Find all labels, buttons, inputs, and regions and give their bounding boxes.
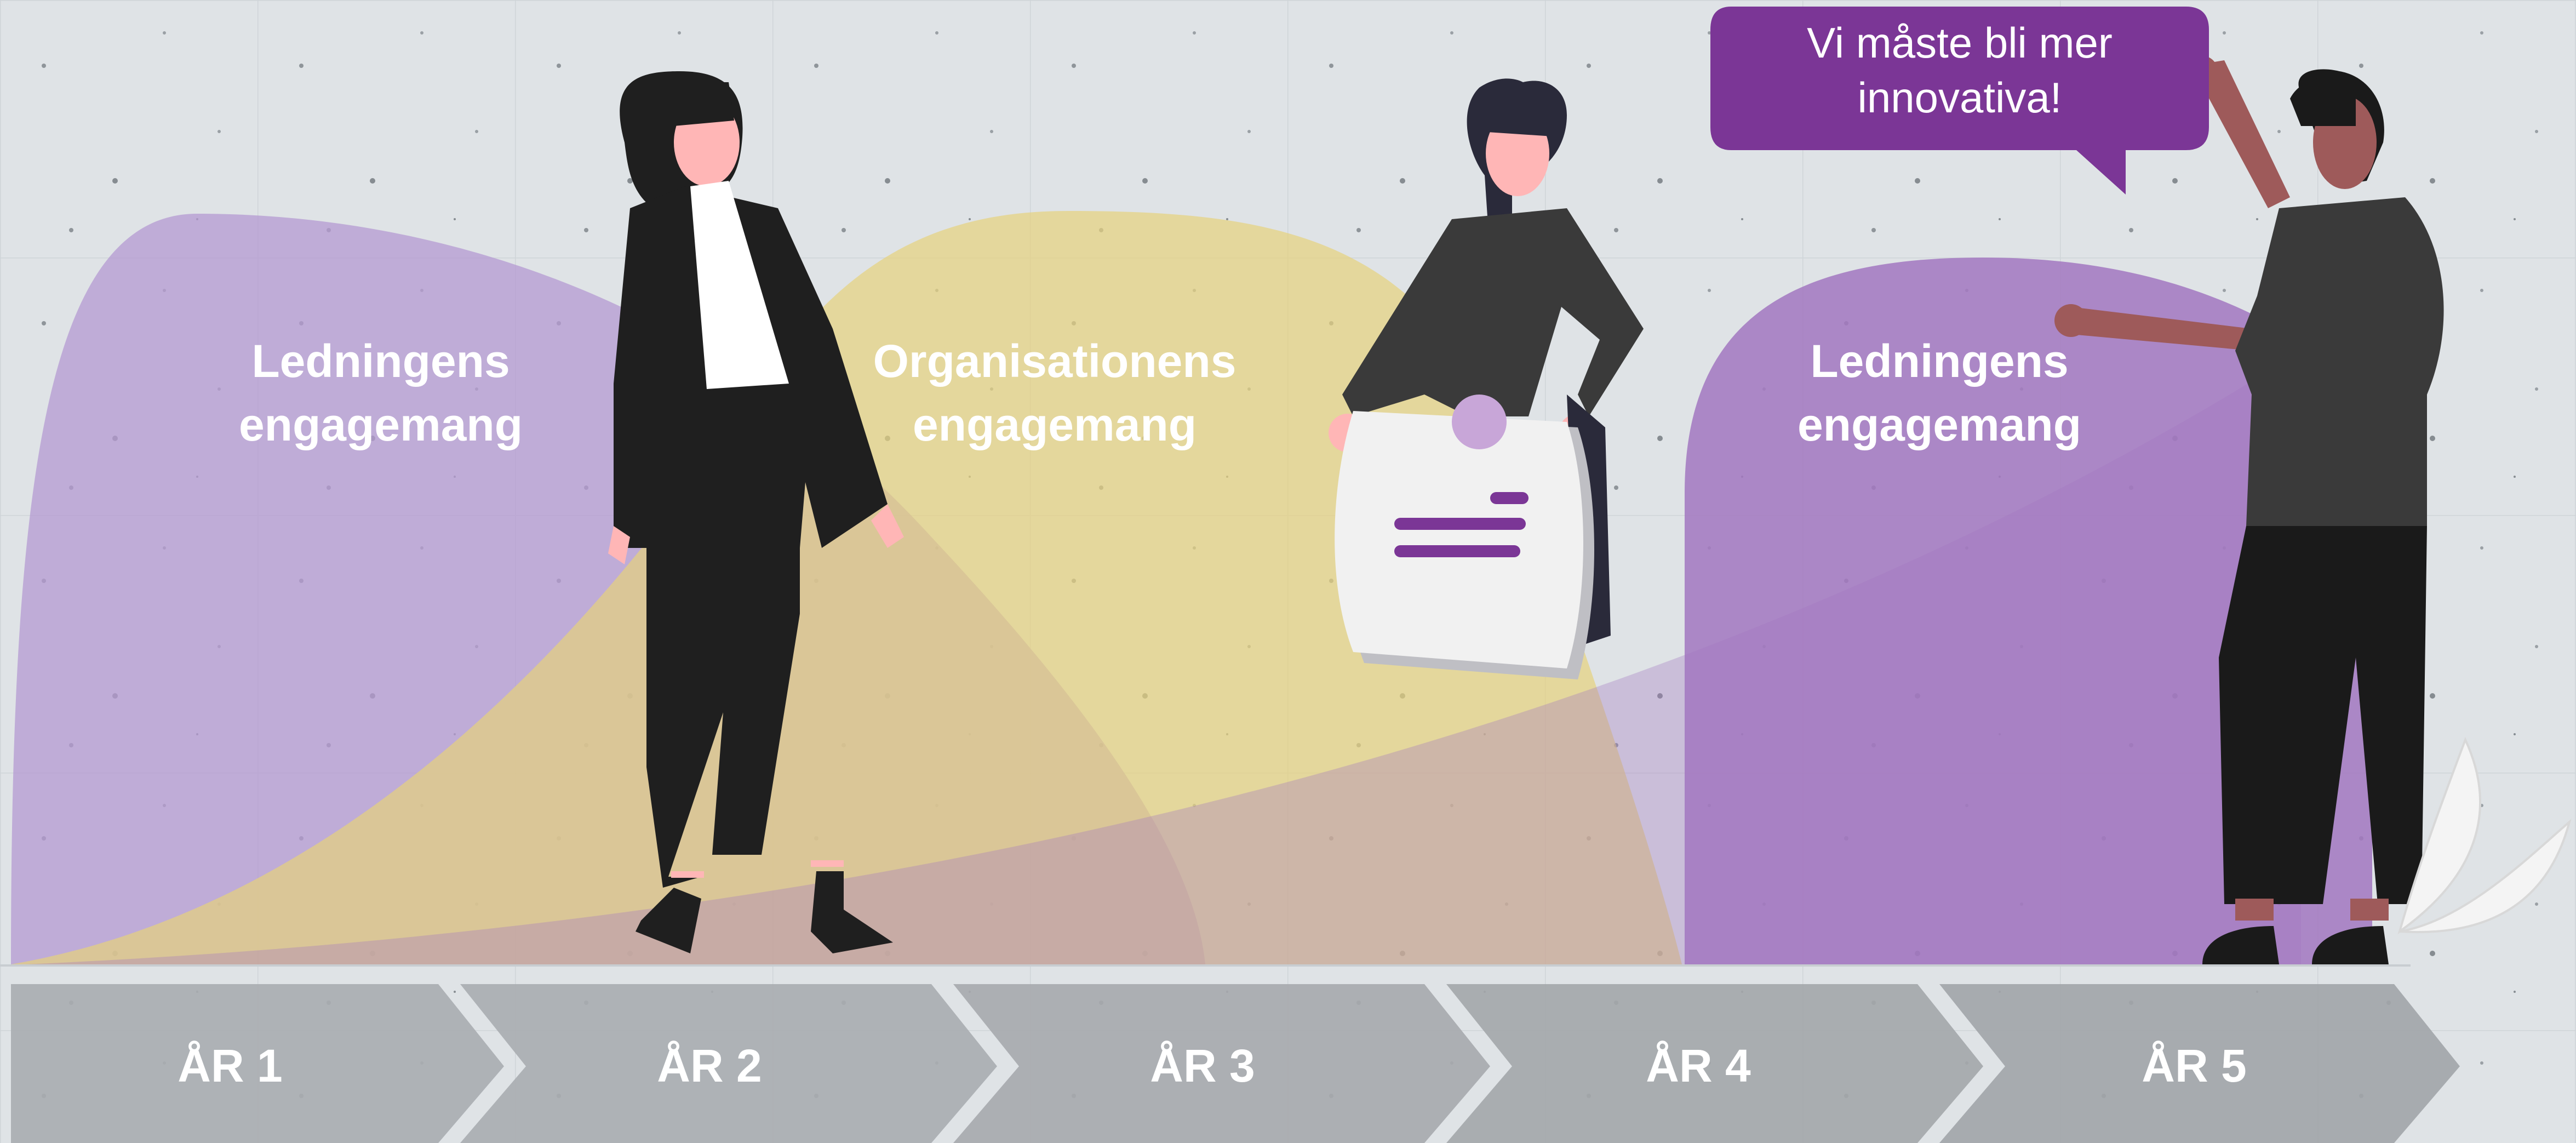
timeline-chevron-1 bbox=[11, 984, 504, 1143]
timeline-label-year-2: ÅR 2 bbox=[657, 1040, 762, 1091]
timeline-label-year-5: ÅR 5 bbox=[2142, 1040, 2247, 1091]
curve-label-leadership-2: Ledningens engagemang bbox=[1797, 335, 2082, 450]
timeline-label-year-1: ÅR 1 bbox=[178, 1040, 283, 1091]
curve-label-organisation: Organisationens engagemang bbox=[873, 335, 1237, 450]
timeline-chevron-5 bbox=[1939, 984, 2460, 1143]
clip-icon bbox=[1452, 395, 1507, 449]
curve-label-leadership-1: Ledningens engagemang bbox=[238, 335, 523, 450]
speech-bubble-text: Vi måste bli mer innovativa! bbox=[1807, 19, 2113, 122]
plant-leaf bbox=[2397, 736, 2481, 934]
man-pointing-figure bbox=[2054, 56, 2572, 964]
timeline-label-year-3: ÅR 3 bbox=[1150, 1040, 1255, 1091]
timeline-chevron-2 bbox=[460, 984, 997, 1143]
curve-organisation-engagement bbox=[11, 211, 1682, 964]
woman-with-document-figure bbox=[1329, 78, 1644, 679]
curve-leadership-engagement-2 bbox=[1685, 258, 2372, 964]
plant-leaf bbox=[2399, 819, 2572, 933]
timeline-chevron-4 bbox=[1446, 984, 1983, 1143]
timeline-chevron-3 bbox=[953, 984, 1490, 1143]
timeline-bar bbox=[11, 984, 2460, 1143]
speech-bubble bbox=[1710, 7, 2209, 195]
woman-walking-figure bbox=[608, 71, 904, 953]
timeline-label-year-4: ÅR 4 bbox=[1646, 1040, 1751, 1091]
